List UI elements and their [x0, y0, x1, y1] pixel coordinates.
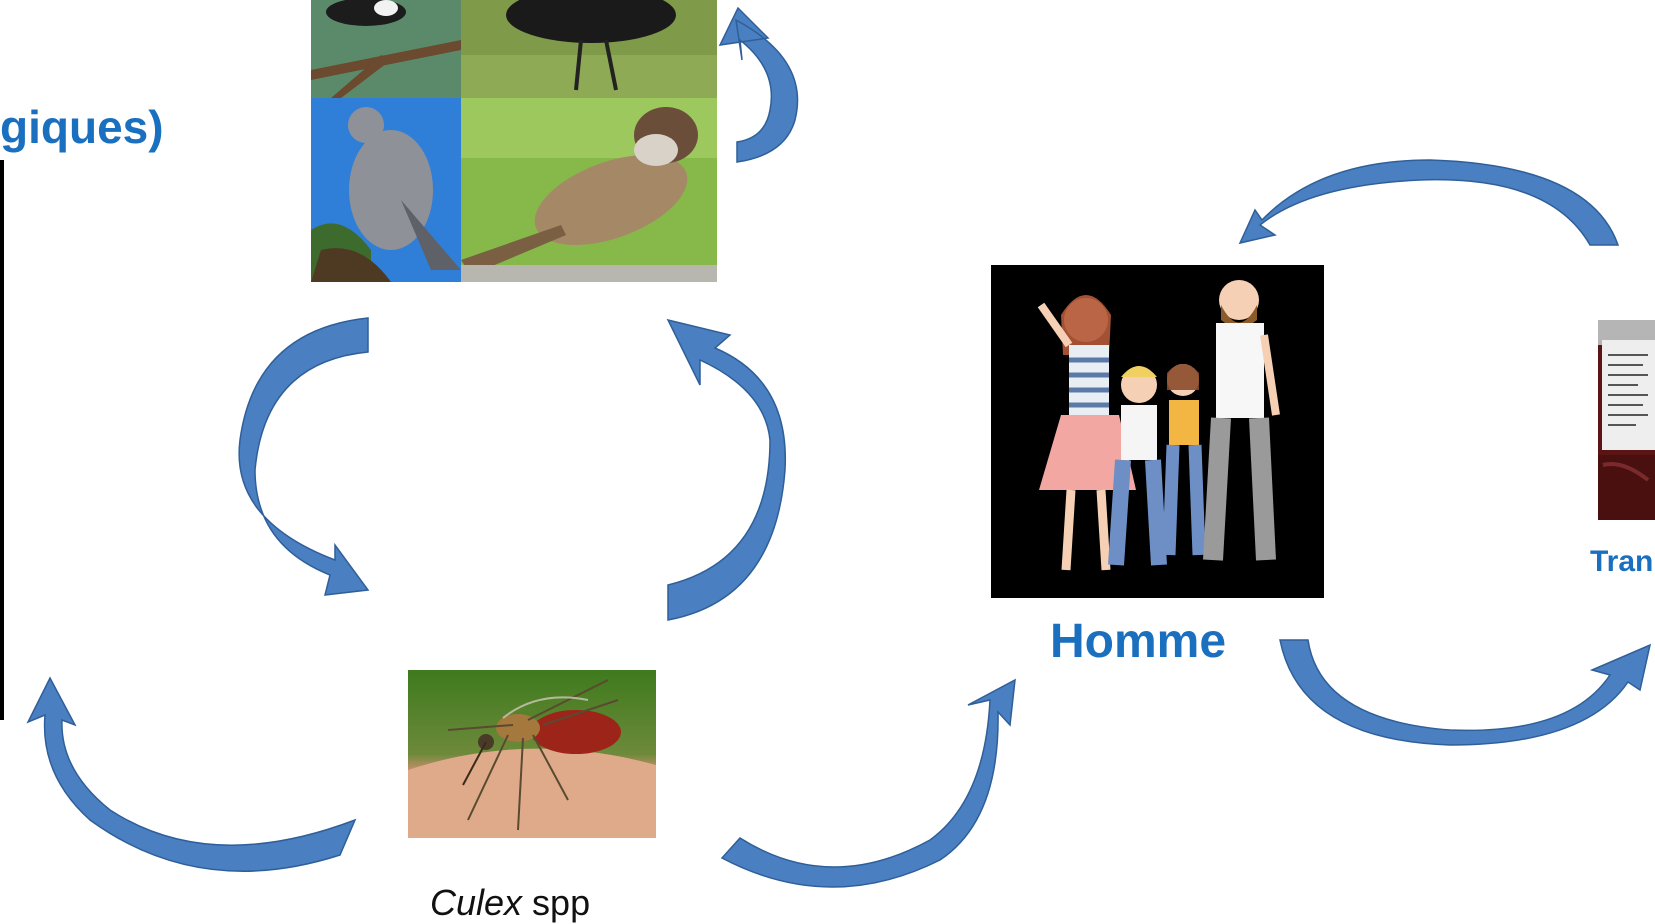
arrow-transfusion-to-homme — [1238, 159, 1620, 246]
arrow-mosquito-to-left — [26, 676, 357, 872]
arrow-birds-loop — [718, 6, 799, 163]
arrow-homme-to-transfusion — [1279, 639, 1652, 746]
family-illustration — [991, 265, 1324, 598]
arrow-birds-to-mosquito — [238, 317, 370, 596]
transfusion-label-fragment: Tran — [1590, 545, 1654, 578]
blood-bag-photo — [1598, 320, 1655, 520]
homme-label: Homme — [1050, 615, 1227, 668]
left-title-fragment: giques) — [0, 101, 164, 153]
arrow-mosquito-to-homme — [720, 678, 1016, 888]
left-divider-line — [0, 160, 4, 720]
mosquito-photo — [408, 670, 656, 838]
bird-photo-collage — [311, 0, 717, 282]
arrow-mosquito-to-birds — [666, 318, 787, 621]
